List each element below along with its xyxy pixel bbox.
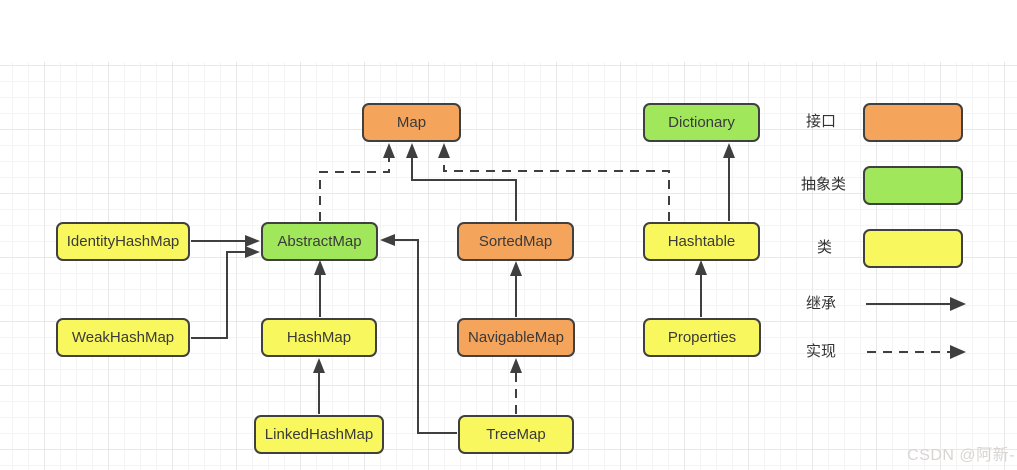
edge-linkedhashmap-hashmap (313, 358, 325, 414)
edge-hashtable-map (438, 143, 670, 221)
edge-properties-hashtable (695, 260, 707, 317)
legend-implementation-label: 实现 (806, 343, 837, 360)
legend-inheritance-label: 继承 (806, 295, 837, 312)
node-navigablemap: NavigableMap (457, 318, 575, 357)
legend-implementation-arrow (867, 345, 966, 359)
node-weakhashmap: WeakHashMap (56, 318, 190, 357)
edge-navigablemap-sortedmap (510, 261, 522, 317)
legend-class-label: 类 (817, 239, 833, 256)
edge-hashmap-abstractmap (314, 260, 326, 317)
node-hashtable: Hashtable (643, 222, 760, 261)
node-identityhashmap: IdentityHashMap (56, 222, 190, 261)
edge-abstractmap-map (319, 143, 395, 221)
legend-interface-label: 接口 (806, 113, 837, 130)
node-hashmap: HashMap (261, 318, 377, 357)
node-properties: Properties (643, 318, 761, 357)
grid-background (0, 62, 1017, 470)
legend-inheritance-arrow (866, 297, 966, 311)
node-abstractmap: AbstractMap (261, 222, 378, 261)
node-dictionary: Dictionary (643, 103, 760, 142)
legend-abstract-class-label: 抽象类 (801, 176, 847, 193)
legend-class-swatch (863, 229, 963, 268)
edge-treemap-abstractmap (380, 234, 457, 434)
node-treemap: TreeMap (458, 415, 574, 454)
legend-interface-swatch (863, 103, 963, 142)
edge-sortedmap-map (406, 143, 517, 221)
edge-hashtable-dictionary (723, 143, 735, 221)
legend-abstract-class-swatch (863, 166, 963, 205)
edge-weakhashmap-abstractmap (191, 246, 260, 339)
node-map: Map (362, 103, 461, 142)
node-linkedhashmap: LinkedHashMap (254, 415, 384, 454)
node-sortedmap: SortedMap (457, 222, 574, 261)
edge-identityhashmap-abstractmap (191, 235, 260, 247)
edge-treemap-navigablemap (510, 358, 522, 414)
watermark: CSDN @阿新- (907, 447, 1015, 464)
